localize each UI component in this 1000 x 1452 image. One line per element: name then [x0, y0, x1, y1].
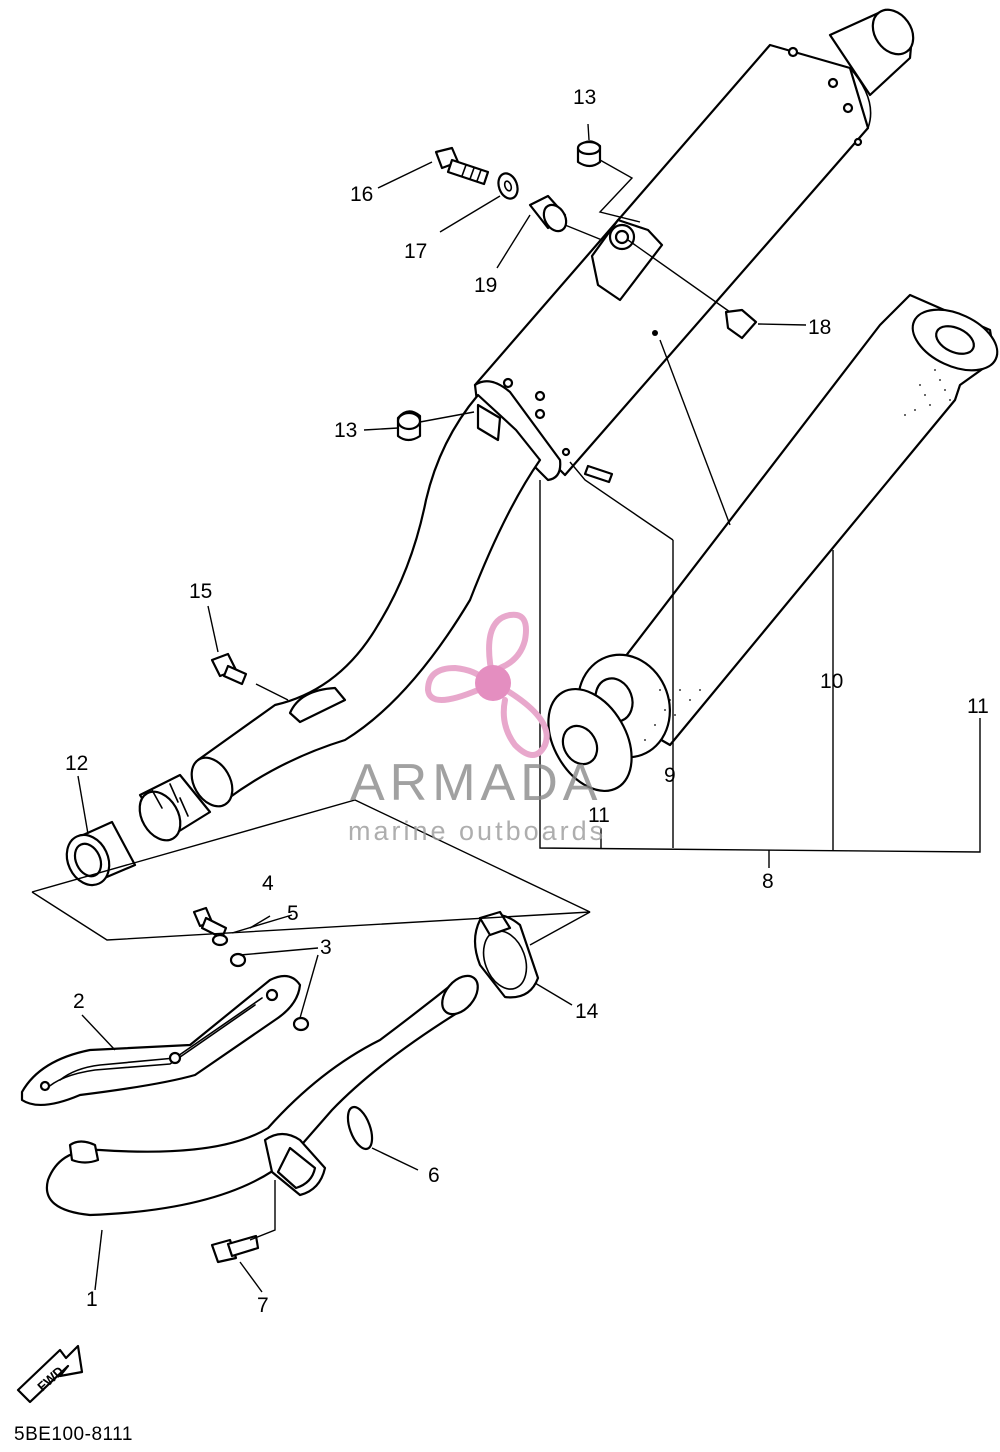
armada-logo	[424, 611, 550, 758]
callout-5: 5	[287, 902, 299, 925]
callout-1: 1	[86, 1288, 98, 1311]
callout-4: 4	[262, 872, 274, 895]
callout-15: 15	[189, 580, 212, 603]
callout-8: 8	[762, 870, 774, 893]
callout-17: 17	[404, 240, 427, 263]
fasteners-upper	[210, 140, 758, 686]
callout-11-left: 11	[588, 804, 610, 827]
exhaust-pipe-lower	[20, 906, 540, 1264]
watermark-subtitle: marine outboards	[348, 816, 606, 846]
callout-11-right: 11	[967, 695, 989, 718]
callout-7: 7	[257, 1294, 269, 1317]
callout-2: 2	[73, 990, 85, 1013]
callout-18: 18	[808, 316, 831, 339]
callout-13-top: 13	[573, 86, 596, 109]
leader-lines	[31, 123, 981, 1293]
callout-6: 6	[428, 1164, 440, 1187]
callout-18-19: 19	[474, 274, 497, 297]
muffler-guard-assembly	[547, 293, 999, 793]
diagram-code: 5BE100-8111	[14, 1424, 133, 1445]
callout-14: 14	[575, 1000, 599, 1023]
callout-9: 9	[664, 764, 676, 787]
stipple-shading	[644, 369, 951, 741]
callout-12: 12	[65, 752, 88, 775]
callout-13-mid: 13	[334, 419, 357, 442]
callout-10: 10	[820, 670, 843, 693]
callout-16: 16	[350, 183, 373, 206]
callout-3: 3	[320, 936, 332, 959]
fwd-arrow-icon: FWD	[16, 1344, 84, 1404]
watermark-brand: ARMADA	[350, 754, 602, 812]
exhaust-middle-pipe	[138, 393, 542, 842]
